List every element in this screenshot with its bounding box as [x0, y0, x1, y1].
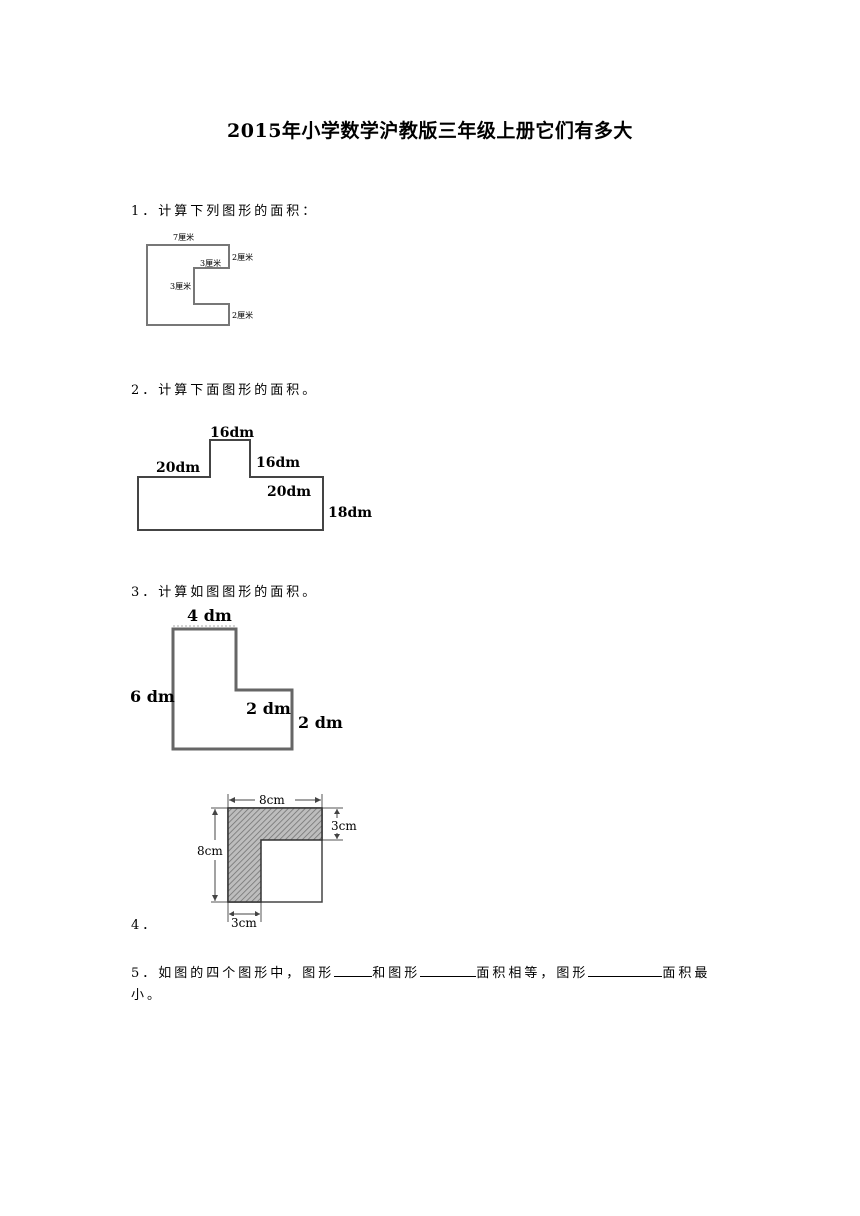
- question-number: 4．: [131, 918, 159, 933]
- question-2: 2．计算下面图形的面积。: [131, 379, 318, 398]
- answer-blank-3[interactable]: [588, 962, 663, 977]
- figure-2-label: 20dm: [267, 484, 311, 500]
- figure-4-label: 3cm: [331, 819, 357, 833]
- figure-3-label: 4 dm: [187, 606, 232, 625]
- figure-4-label: 3cm: [231, 916, 257, 930]
- question-1: 1．计算下列图形的面积：: [131, 200, 318, 219]
- figure-1-label: 7厘米: [173, 232, 194, 242]
- figure-2-label: 16dm: [256, 455, 300, 471]
- figure-1-label: 3厘米: [200, 258, 221, 268]
- question-text: 和图形: [372, 966, 421, 981]
- question-number: 3．: [131, 585, 159, 600]
- figure-4-label: 8cm: [259, 793, 285, 807]
- figure-1-label: 3厘米: [170, 281, 191, 291]
- figure-1-label: 2厘米: [232, 310, 253, 320]
- figure-1-label: 2厘米: [232, 252, 253, 262]
- figure-3-label: 2 dm: [298, 713, 343, 732]
- figure-2-label: 16dm: [210, 425, 254, 441]
- question-text: 面积相等，图形: [476, 966, 589, 981]
- figure-2-label: 20dm: [156, 460, 200, 476]
- figure-2: 16dm 20dm 16dm 20dm 18dm: [137, 425, 372, 531]
- question-text: 计算下面图形的面积。: [158, 383, 319, 398]
- answer-blank-2[interactable]: [420, 962, 477, 977]
- question-number: 2．: [131, 383, 159, 398]
- figure-3-label: 2 dm: [246, 699, 291, 718]
- question-text: 计算如图图形的面积。: [158, 585, 319, 600]
- figure-2-label: 18dm: [328, 505, 372, 521]
- question-text: 计算下列图形的面积：: [158, 204, 319, 219]
- figure-4-label: 8cm: [197, 844, 223, 858]
- question-number: 1．: [131, 204, 159, 219]
- question-5: 5．如图的四个图形中，图形 和图形 面积相等，图形面积最小。: [131, 962, 731, 1007]
- figure-1: 7厘米 2厘米 3厘米 3厘米 2厘米: [146, 232, 253, 326]
- figure-3: 4 dm 6 dm 2 dm 2 dm: [130, 606, 343, 751]
- figure-4: 8cm 8cm 3cm 3cm: [197, 793, 359, 930]
- page-title: 2015年小学数学沪教版三年级上册它们有多大: [227, 120, 633, 142]
- question-number: 5．: [131, 966, 159, 981]
- question-text: 面积最小。: [131, 966, 711, 1003]
- question-text: 如图的四个图形中，图形: [158, 966, 335, 981]
- answer-blank-1[interactable]: [334, 962, 373, 977]
- figure-3-label: 6 dm: [130, 687, 175, 706]
- question-4: 4．: [131, 914, 158, 933]
- question-3: 3．计算如图图形的面积。: [131, 581, 318, 600]
